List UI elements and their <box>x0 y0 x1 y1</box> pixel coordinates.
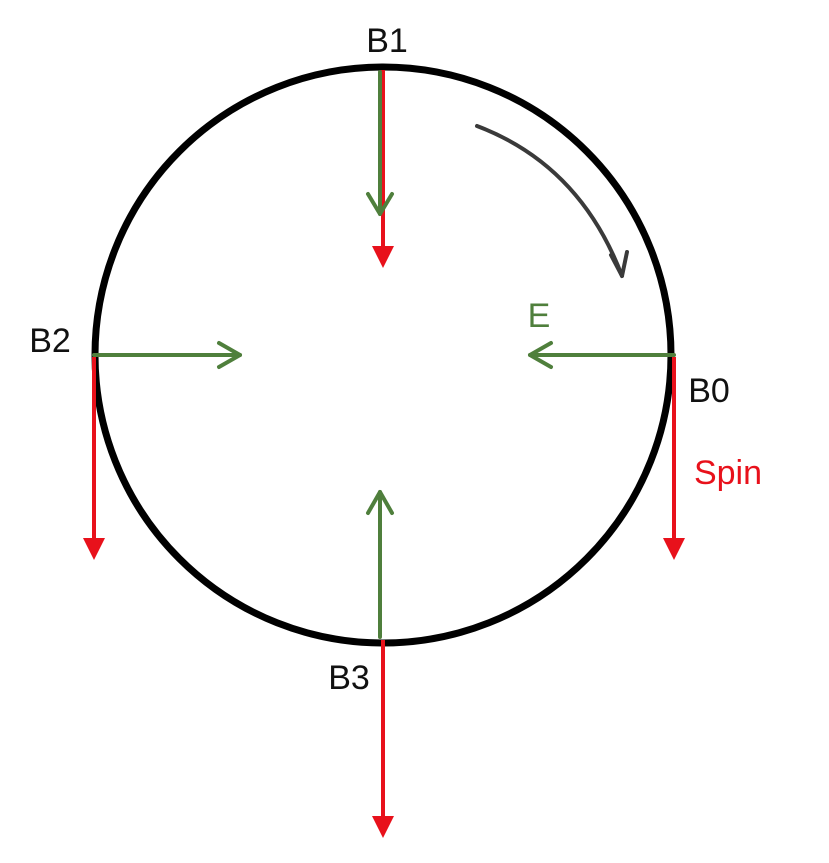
spin-arrow-b2 <box>83 357 105 560</box>
spin-arrow-b0 <box>663 357 685 560</box>
label-b1: B1 <box>366 22 408 60</box>
e-arrow-b3 <box>366 490 394 639</box>
label-spin: Spin <box>694 454 762 492</box>
label-e: E <box>528 297 551 335</box>
e-arrow-b0 <box>528 341 676 369</box>
label-b2: B2 <box>29 322 71 360</box>
spin-arrow-b3 <box>372 640 394 838</box>
spin-arrow-b1 <box>372 70 394 268</box>
spin-arrows <box>83 70 685 838</box>
e-field-arrows <box>92 70 676 639</box>
e-arrow-b2 <box>92 341 242 369</box>
e-arrow-b1 <box>366 70 394 216</box>
clockwise-arrow-icon <box>475 124 629 278</box>
label-b0: B0 <box>688 372 730 410</box>
label-b3: B3 <box>328 659 370 697</box>
